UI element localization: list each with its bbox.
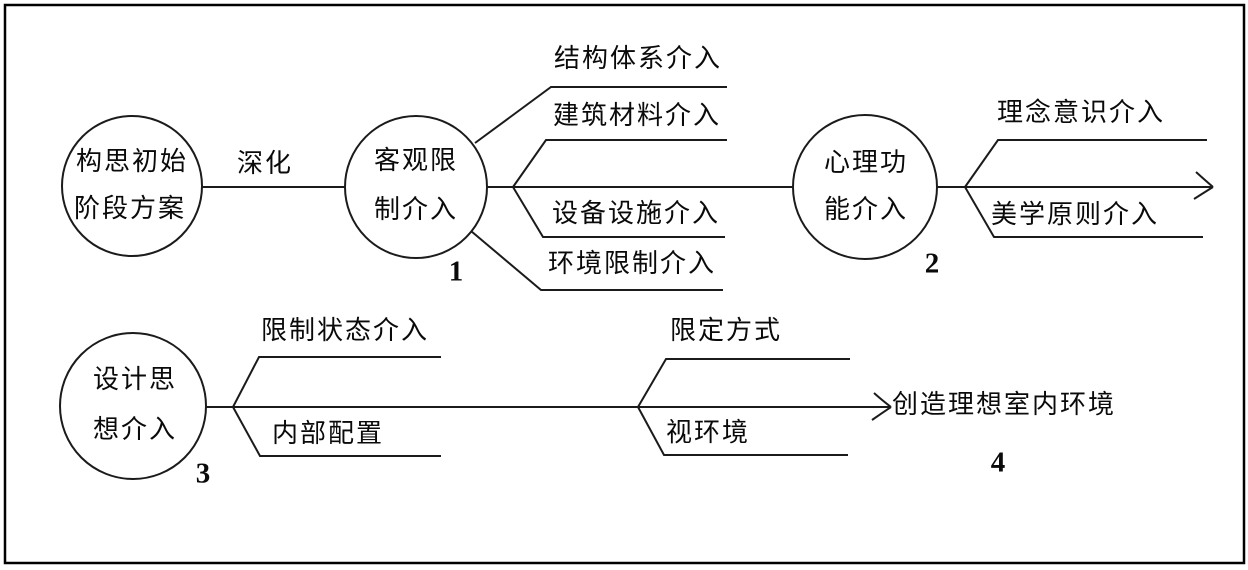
branch-line-concept	[964, 139, 1207, 188]
branch-label-materials: 建筑材料介入	[552, 101, 722, 130]
branch-label-equipment: 设备设施介入	[551, 199, 721, 228]
branch-label-concept: 理念意识介入	[996, 98, 1166, 127]
branch-label-visual-env: 视环境	[665, 418, 751, 447]
branch-line-internal-config	[232, 406, 441, 457]
node-objective-label-line2: 制介入	[373, 195, 459, 224]
branch-line-aesthetic	[964, 186, 1203, 238]
branch-line-environment	[470, 230, 723, 291]
node-start-label-line2: 阶段方案	[73, 194, 187, 223]
result-label: 创造理想室内环境	[891, 390, 1117, 419]
mode-number: 4	[990, 446, 1006, 479]
branch-line-structure	[474, 86, 727, 144]
branch-label-restrict-state: 限制状态介入	[260, 316, 430, 345]
branch-line-equipment	[512, 186, 725, 238]
node-circle-start	[61, 115, 203, 257]
diagram-border	[3, 3, 1246, 565]
branch-line-materials	[512, 139, 727, 188]
branch-label-structure: 结构体系介入	[553, 44, 723, 73]
node-objective-number: 1	[448, 255, 464, 288]
edge-deepen-label: 深化	[236, 149, 294, 178]
node-circle-design	[59, 332, 207, 480]
node-start-label-line1: 构思初始	[75, 147, 189, 176]
branch-label-aesthetic: 美学原则介入	[990, 200, 1160, 229]
node-design-label-line1: 设计思	[92, 365, 178, 394]
arrowhead-icon	[871, 392, 892, 421]
arrowhead-icon	[1193, 171, 1214, 200]
branch-label-define-mode: 限定方式	[669, 316, 783, 345]
node-design-label-line2: 想介入	[92, 415, 178, 444]
node-circle-objective	[344, 115, 488, 259]
node-objective-label-line1: 客观限	[373, 146, 459, 175]
node-psych-label-line1: 心理功	[823, 148, 909, 177]
node-circle-psych	[792, 114, 938, 260]
branch-label-internal-config: 内部配置	[271, 419, 385, 448]
node-psych-label-line2: 能介入	[823, 195, 909, 224]
branch-line-visual-env	[637, 406, 848, 456]
node-design-number: 3	[195, 457, 211, 490]
branch-line-define-mode	[637, 358, 850, 408]
node-psych-number: 2	[924, 247, 940, 280]
branch-line-restrict-state	[232, 356, 441, 408]
branch-label-environment: 环境限制介入	[547, 249, 717, 278]
